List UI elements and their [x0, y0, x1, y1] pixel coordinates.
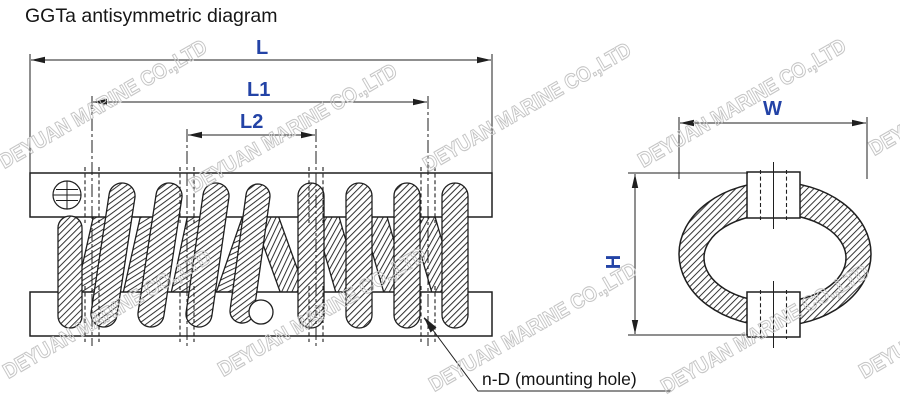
watermark-text: DEYUAN MARINE CO.,LTD: [865, 22, 900, 160]
bottom-clamp-block: [746, 281, 801, 348]
watermark-text: DEYUAN MARINE CO.,LTD: [0, 35, 211, 173]
dim-L1-label: L1: [247, 79, 270, 101]
dim-H-label: H: [603, 255, 625, 269]
mounting-hole-centerlines: [84, 96, 436, 346]
dim-L: L: [29, 37, 493, 173]
top-clamp-block: [746, 162, 801, 229]
mounting-hole-callout: n-D (mounting hole): [423, 317, 672, 392]
watermark-text: DEYUAN MARINE CO.,LTD: [419, 38, 635, 176]
dim-L-label: L: [256, 37, 268, 59]
dim-L2: L2: [188, 111, 315, 139]
dim-L1: L1: [93, 79, 427, 106]
dim-W-label: W: [763, 98, 782, 120]
mounting-hole-callout-text: n-D (mounting hole): [482, 369, 637, 389]
front-view: L L1 L2 n-D (mounting hole): [29, 37, 672, 392]
diagram-title: GGTa antisymmetric diagram: [25, 5, 277, 27]
bottom-plate-hole: [248, 299, 274, 325]
side-view: W H: [603, 98, 872, 348]
dim-H: H: [603, 172, 748, 336]
screw-head-icon: [52, 180, 82, 210]
dim-L2-label: L2: [240, 111, 263, 133]
spring-front-coils: [57, 182, 469, 329]
watermark-text: DEYUAN MARINE CO.,LTD: [634, 34, 850, 172]
dim-W: W: [678, 98, 868, 179]
